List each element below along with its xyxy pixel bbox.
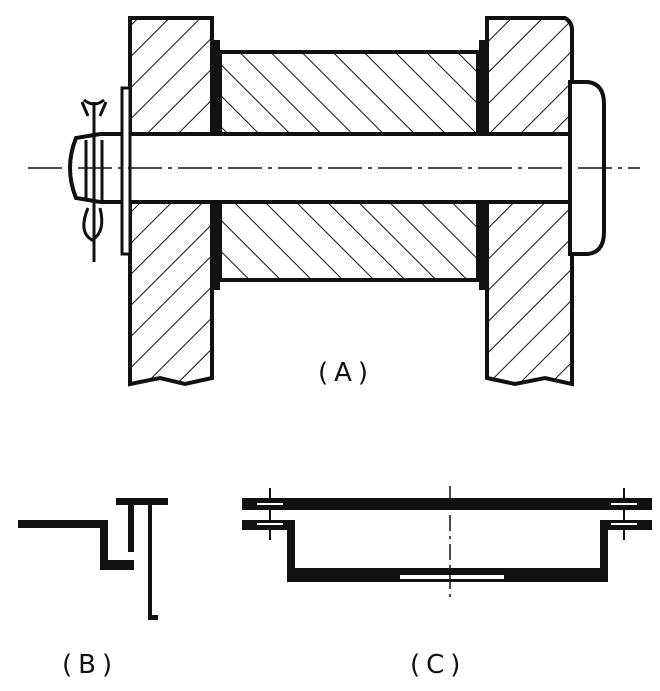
right-fastener	[609, 488, 639, 540]
lock-washer	[120, 86, 132, 256]
figure-label-c: (C)	[410, 650, 467, 680]
figure-a-section-view	[28, 16, 640, 387]
figure-c-cover-plate	[242, 486, 652, 598]
cotter-pin	[80, 98, 108, 262]
left-fastener	[255, 488, 285, 540]
figure-b-seam-detail	[18, 498, 168, 620]
figure-label-a: (A)	[318, 358, 375, 388]
figure-label-b: (B)	[62, 650, 119, 680]
drain-slot	[400, 575, 504, 579]
